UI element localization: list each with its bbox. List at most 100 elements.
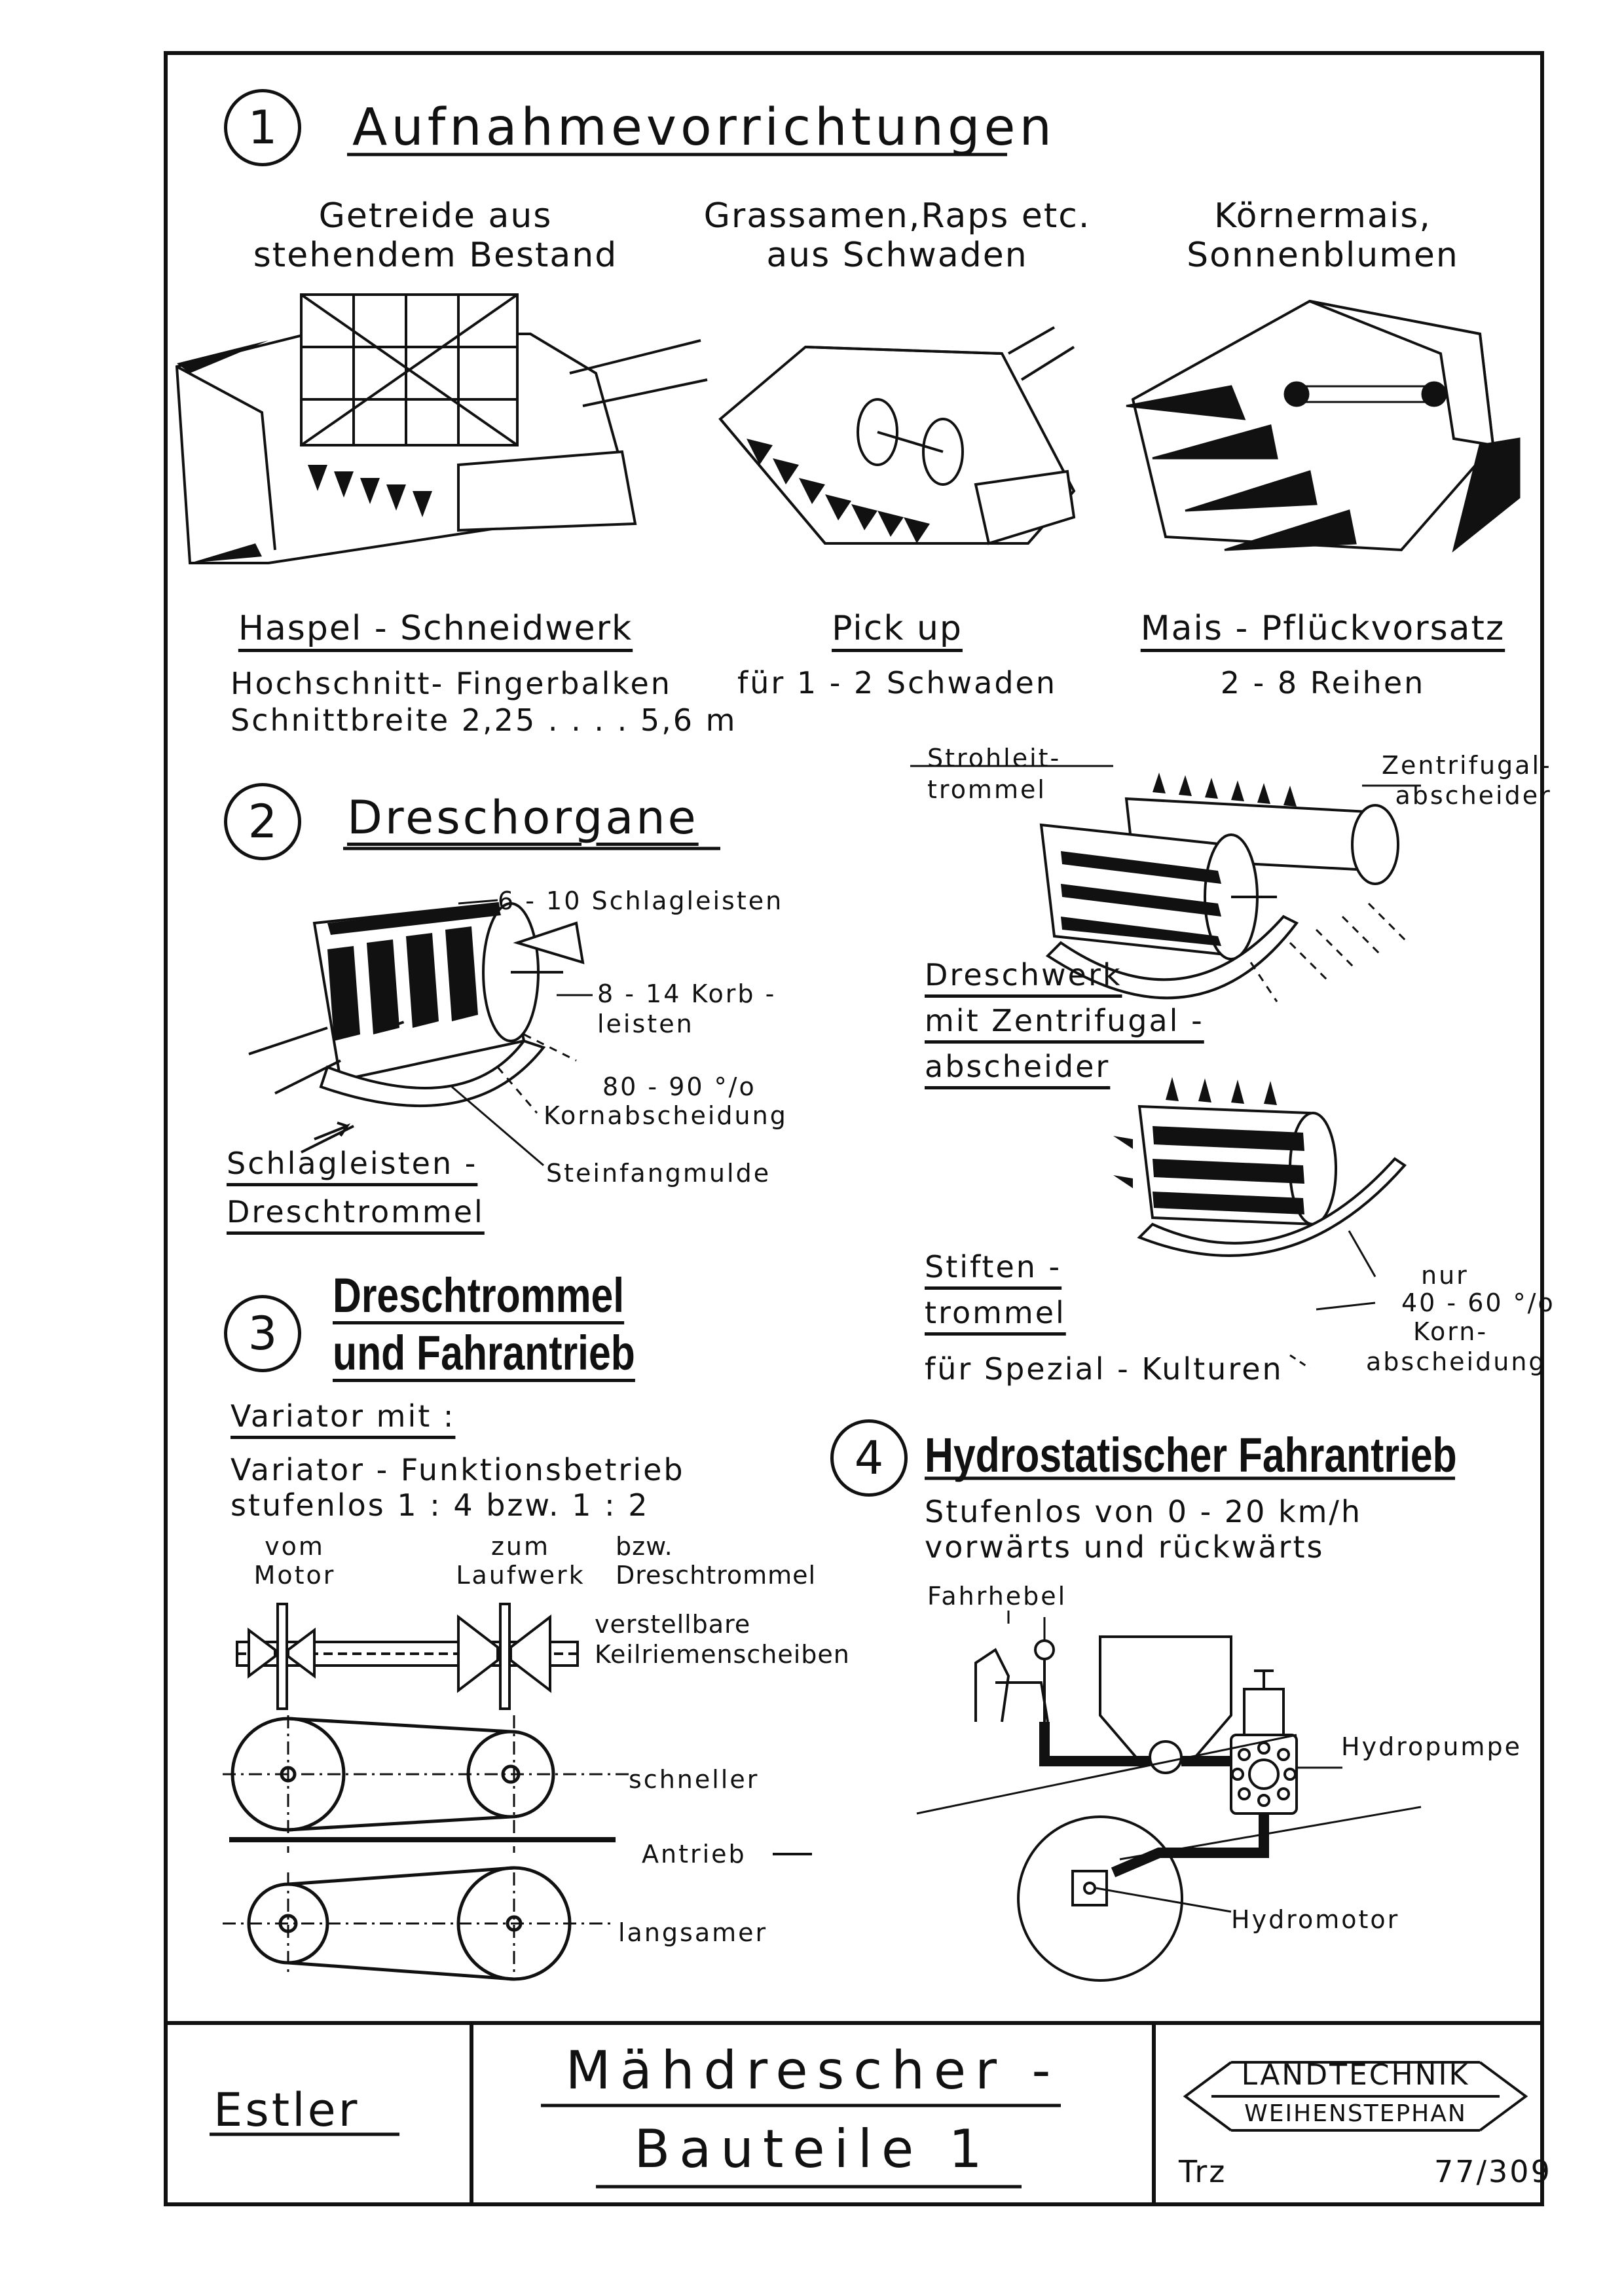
haspel-schneidwerk-label: Haspel - Schneidwerk bbox=[238, 609, 633, 648]
section3-title-line2: und Fahrantrieb bbox=[333, 1326, 635, 1380]
section2-title: Dreschorgane bbox=[347, 791, 699, 845]
label-bzw: bzw. bbox=[616, 1532, 673, 1561]
label-steinfangmulde: Steinfangmulde bbox=[546, 1159, 771, 1188]
logo-landtechnik-text: LANDTECHNIK bbox=[1241, 2058, 1470, 2092]
footer-drawer-initials: Trz bbox=[1179, 2154, 1227, 2189]
zentrifugal-name: Dreschwerk mit Zentrifugal - abscheider bbox=[925, 952, 1204, 1089]
footer-title-line1: Mähdrescher - bbox=[565, 2040, 1060, 2101]
label-nur: nur bbox=[1421, 1261, 1469, 1290]
zentrifugal-dreschwerk-illustration bbox=[1039, 773, 1409, 1002]
footer-author: Estler bbox=[213, 2083, 360, 2137]
label-laufwerk: Laufwerk bbox=[456, 1561, 585, 1590]
sheet-frame bbox=[164, 51, 1544, 2206]
footer-title-line2: Bauteile 1 bbox=[634, 2119, 991, 2179]
col1-detail-line2: Schnittbreite 2,25 . . . . 5,6 m bbox=[231, 702, 737, 738]
col2-name: Pick up bbox=[655, 609, 1139, 648]
zentrifugal-name-line1: Dreschwerk bbox=[925, 957, 1122, 993]
col3-caption-line1: Körnermais, bbox=[1214, 196, 1431, 236]
label-strohleittrommel: Strohleit- trommel bbox=[927, 742, 1061, 805]
section4-number: 4 bbox=[830, 1419, 908, 1497]
footer-sheet-code: 77/309 bbox=[1434, 2154, 1552, 2189]
col1-detail-line1: Hochschnitt- Fingerbalken bbox=[231, 666, 672, 701]
label-korn: Korn- bbox=[1413, 1317, 1488, 1346]
mais-pflueckvorsatz-illustration bbox=[1126, 299, 1521, 553]
section1-number: 1 bbox=[224, 89, 301, 166]
schlagleisten-trommel-illustration bbox=[248, 902, 585, 1154]
col3-caption: Körnermais, Sonnenblumen bbox=[1153, 196, 1493, 275]
stiften-name-line2: trommel bbox=[925, 1295, 1066, 1330]
col3-name: Mais - Pflückvorsatz bbox=[1126, 609, 1519, 648]
haspel-schneidwerk-illustration bbox=[175, 293, 708, 564]
label-zum-laufwerk: zum Laufwerk bbox=[452, 1532, 589, 1590]
col2-caption-line2: aus Schwaden bbox=[766, 236, 1028, 275]
label-strohleit-line1: Strohleit- bbox=[927, 744, 1061, 773]
schlagleisten-name-line2: Dreschtrommel bbox=[227, 1194, 485, 1230]
label-zentrifugalabscheider: Zentrifugal- abscheider bbox=[1382, 750, 1552, 811]
landtechnik-logo bbox=[1183, 2061, 1528, 2132]
label-hydropumpe: Hydropumpe bbox=[1341, 1732, 1522, 1761]
label-motor: Motor bbox=[253, 1561, 336, 1590]
variator-desc-line2: stufenlos 1 : 4 bzw. 1 : 2 bbox=[231, 1487, 650, 1523]
col2-caption: Grassamen,Raps etc. aus Schwaden bbox=[655, 196, 1139, 275]
stiftentrommel-illustration bbox=[1113, 1077, 1407, 1257]
label-strohleit-line2: trommel bbox=[927, 775, 1046, 804]
label-langsamer: langsamer bbox=[618, 1918, 768, 1947]
variator-illustration bbox=[223, 1603, 629, 1981]
col1-detail: Hochschnitt- Fingerbalken Schnittbreite … bbox=[231, 665, 737, 738]
stiften-name-line1: Stiften - bbox=[925, 1249, 1062, 1285]
col2-detail: für 1 - 2 Schwaden bbox=[737, 665, 1057, 701]
label-korbleisten: 8 - 14 Korb - leisten bbox=[597, 979, 776, 1039]
label-korbleisten-line2: leisten bbox=[597, 1010, 694, 1038]
col2-caption-line1: Grassamen,Raps etc. bbox=[703, 196, 1091, 236]
label-vom-motor: vom Motor bbox=[249, 1532, 341, 1590]
section3-title-line1: Dreschtrommel bbox=[333, 1268, 625, 1322]
variator-description: Variator - Funktionsbetrieb stufenlos 1 … bbox=[231, 1452, 685, 1523]
variator-heading: Variator mit : bbox=[231, 1398, 456, 1434]
label-antrieb: Antrieb bbox=[642, 1840, 747, 1868]
label-verstellbare-keilriemenscheiben: verstellbare Keilriemenscheiben bbox=[595, 1609, 850, 1669]
label-korbleisten-line1: 8 - 14 Korb - bbox=[597, 979, 777, 1008]
col3-caption-line2: Sonnenblumen bbox=[1187, 236, 1459, 275]
mais-pflueckvorsatz-label: Mais - Pflückvorsatz bbox=[1140, 609, 1505, 648]
stiftentrommel-name: Stiften - trommel bbox=[925, 1244, 1066, 1336]
col1-name: Haspel - Schneidwerk bbox=[219, 609, 652, 648]
label-kornabscheidung: Kornabscheidung bbox=[544, 1101, 788, 1130]
pick-up-illustration bbox=[718, 326, 1076, 545]
label-40-60-percent: 40 - 60 °/o bbox=[1401, 1288, 1555, 1317]
col1-caption-line2: stehendem Bestand bbox=[253, 236, 618, 275]
pick-up-label: Pick up bbox=[832, 609, 963, 648]
section3-number: 3 bbox=[224, 1295, 301, 1372]
logo-weihenstephan-text: WEIHENSTEPHAN bbox=[1244, 2100, 1467, 2127]
zentrifugal-name-line3: abscheider bbox=[925, 1049, 1111, 1084]
label-verstellbare: verstellbare bbox=[595, 1610, 751, 1639]
label-zentrifugal-line1: Zentrifugal- bbox=[1382, 751, 1552, 780]
label-hydromotor: Hydromotor bbox=[1231, 1905, 1400, 1934]
variator-desc-line1: Variator - Funktionsbetrieb bbox=[231, 1452, 685, 1487]
col3-detail: 2 - 8 Reihen bbox=[1220, 665, 1426, 701]
label-abscheidung: abscheidung bbox=[1366, 1347, 1547, 1376]
hydrostatic-drive-illustration bbox=[916, 1611, 1422, 1982]
label-zum: zum bbox=[490, 1532, 551, 1561]
section4-desc-line2: vorwärts und rückwärts bbox=[925, 1529, 1325, 1565]
section2-number: 2 bbox=[224, 783, 301, 860]
section4-title: Hydrostatischer Fahrantrieb bbox=[925, 1428, 1457, 1482]
label-keilriemenscheiben: Keilriemenscheiben bbox=[595, 1640, 850, 1669]
section4-desc-line1: Stufenlos von 0 - 20 km/h bbox=[925, 1494, 1363, 1529]
zentrifugal-name-line2: mit Zentrifugal - bbox=[925, 1003, 1204, 1038]
label-abscheidung-percent: 80 - 90 °/o bbox=[602, 1072, 756, 1101]
label-dreschtrommel: Dreschtrommel bbox=[616, 1561, 817, 1590]
col1-caption-line1: Getreide aus bbox=[318, 196, 553, 236]
label-schneller: schneller bbox=[629, 1765, 760, 1794]
section4-description: Stufenlos von 0 - 20 km/h vorwärts und r… bbox=[925, 1494, 1362, 1565]
stiften-detail: für Spezial - Kulturen bbox=[925, 1351, 1283, 1387]
col1-caption: Getreide aus stehendem Bestand bbox=[219, 196, 652, 275]
label-fahrhebel: Fahrhebel bbox=[927, 1582, 1067, 1611]
schlagleisten-name-line1: Schlagleisten - bbox=[227, 1146, 478, 1181]
label-schlagleisten: 6 - 10 Schlagleisten bbox=[498, 886, 784, 915]
label-bzw-dreschtrommel: bzw. Dreschtrommel bbox=[616, 1532, 816, 1590]
label-zentrifugal-line2: abscheider bbox=[1395, 781, 1552, 810]
